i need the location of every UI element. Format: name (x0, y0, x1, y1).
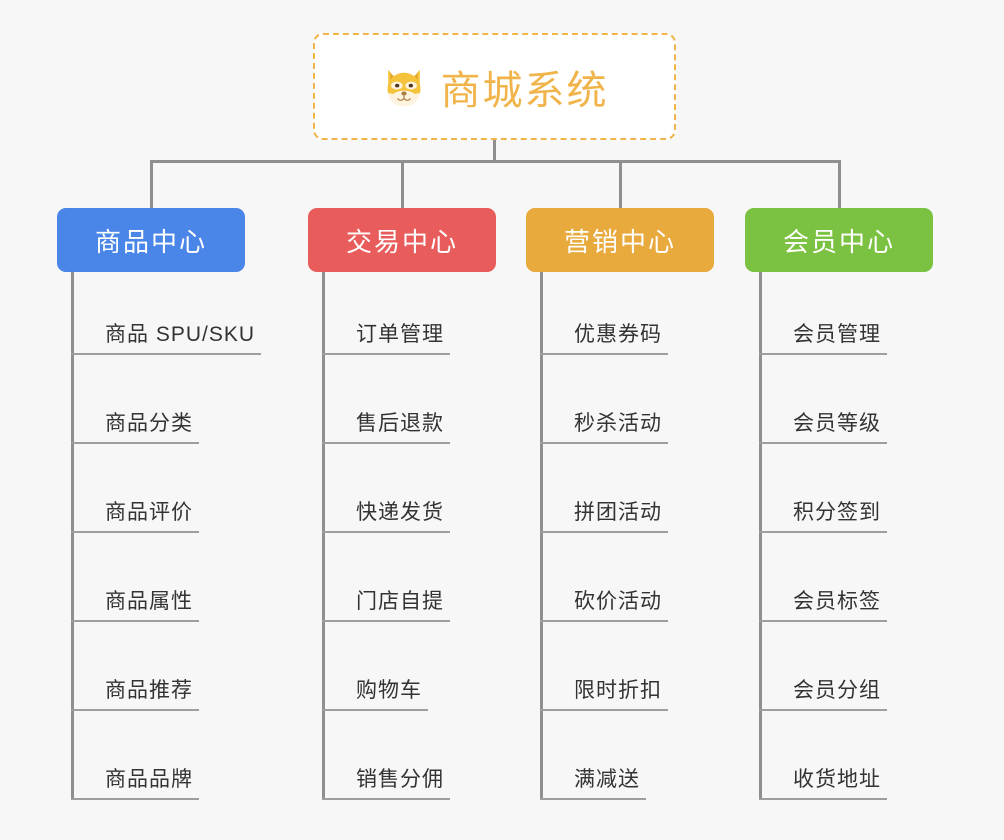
column-spine-line (322, 272, 325, 800)
leaf-underline: 收货地址 (759, 763, 887, 800)
leaf-item-label: 商品属性 (105, 590, 193, 613)
leaf-underline: 满减送 (540, 763, 646, 800)
leaf-underline: 秒杀活动 (540, 407, 668, 444)
leaf-item-label: 快递发货 (356, 501, 444, 524)
branch-drop-line-1 (150, 160, 153, 208)
leaf-item-label: 售后退款 (356, 412, 444, 435)
leaf-underline: 订单管理 (322, 318, 450, 355)
leaf-underline: 销售分佣 (322, 763, 450, 800)
leaf-item-label: 销售分佣 (356, 768, 444, 791)
leaf-underline: 商品推荐 (71, 674, 199, 711)
shiba-dog-face-icon (381, 64, 427, 110)
leaf-item-label: 砍价活动 (574, 590, 662, 613)
leaf-underline: 砍价活动 (540, 585, 668, 622)
leaf-underline: 会员分组 (759, 674, 887, 711)
leaf-item-label: 限时折扣 (574, 679, 662, 702)
leaf-underline: 购物车 (322, 674, 428, 711)
leaf-underline: 快递发货 (322, 496, 450, 533)
category-header-label: 交易中心 (345, 226, 458, 257)
leaf-item-label: 满减送 (574, 768, 640, 791)
leaf-item-label: 会员等级 (793, 412, 881, 435)
leaf-underline: 商品分类 (71, 407, 199, 444)
root-title: 商城系统 (440, 68, 609, 113)
column-spine-line (71, 272, 74, 800)
leaf-underline: 会员管理 (759, 318, 887, 355)
leaf-item-label: 门店自提 (356, 590, 444, 613)
leaf-underline: 门店自提 (322, 585, 450, 622)
leaf-item-label: 商品品牌 (105, 768, 193, 791)
leaf-underline: 会员标签 (759, 585, 887, 622)
leaf-item-label: 商品推荐 (105, 679, 193, 702)
leaf-underline: 售后退款 (322, 407, 450, 444)
distribution-bus-line (150, 160, 841, 163)
root-node[interactable]: 商城系统 (313, 33, 676, 140)
leaf-item-label: 会员标签 (793, 590, 881, 613)
leaf-underline: 积分签到 (759, 496, 887, 533)
leaf-item-label: 积分签到 (793, 501, 881, 524)
leaf-item-label: 购物车 (356, 679, 422, 702)
category-header-3[interactable]: 营销中心 (526, 208, 714, 272)
branch-drop-line-4 (838, 160, 841, 208)
root-stem-line (493, 140, 496, 163)
leaf-item-label: 会员分组 (793, 679, 881, 702)
leaf-item-label: 拼团活动 (574, 501, 662, 524)
leaf-underline: 会员等级 (759, 407, 887, 444)
branch-drop-line-2 (401, 160, 404, 208)
leaf-underline: 拼团活动 (540, 496, 668, 533)
category-header-label: 营销中心 (563, 226, 676, 257)
leaf-item-label: 商品 SPU/SKU (105, 323, 256, 346)
leaf-underline: 商品 SPU/SKU (71, 318, 262, 355)
leaf-item-label: 收货地址 (793, 768, 881, 791)
leaf-underline: 商品属性 (71, 585, 199, 622)
leaf-item-label: 优惠券码 (574, 323, 662, 346)
leaf-item-label: 商品评价 (105, 501, 193, 524)
category-header-label: 商品中心 (94, 226, 207, 257)
column-spine-line (540, 272, 543, 800)
leaf-item-label: 商品分类 (105, 412, 193, 435)
leaf-underline: 优惠券码 (540, 318, 668, 355)
category-header-label: 会员中心 (782, 226, 895, 257)
branch-drop-line-3 (619, 160, 622, 208)
category-header-4[interactable]: 会员中心 (745, 208, 933, 272)
leaf-item-label: 订单管理 (356, 323, 444, 346)
leaf-item-label: 秒杀活动 (574, 412, 662, 435)
column-spine-line (759, 272, 762, 800)
leaf-underline: 商品评价 (71, 496, 199, 533)
leaf-underline: 商品品牌 (71, 763, 199, 800)
leaf-item-label: 会员管理 (793, 323, 881, 346)
category-header-1[interactable]: 商品中心 (57, 208, 245, 272)
category-header-2[interactable]: 交易中心 (308, 208, 496, 272)
leaf-underline: 限时折扣 (540, 674, 668, 711)
